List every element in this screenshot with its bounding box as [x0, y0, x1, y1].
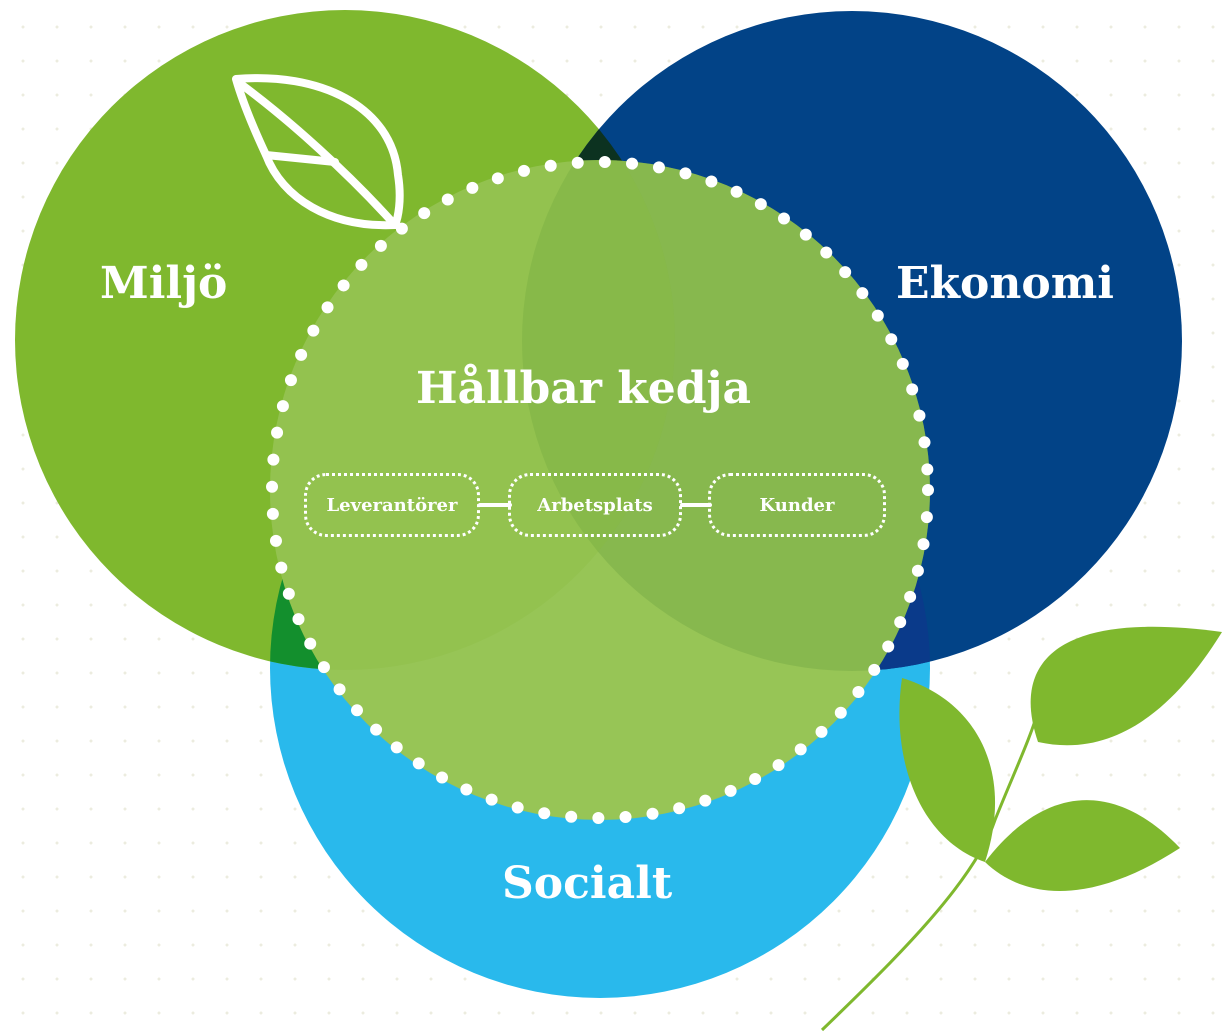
chain-item-leverantorer: Leverantörer: [304, 473, 480, 537]
leaf-branch-icon: [820, 626, 1222, 1032]
chain-link-2: [680, 503, 712, 507]
chain-item-arbetsplats: Arbetsplats: [508, 473, 682, 537]
label-ekonomi: Ekonomi: [896, 258, 1114, 309]
leaf-outline-icon: [232, 74, 404, 230]
chain-link-1: [478, 503, 512, 507]
label-miljo: Miljö: [100, 258, 228, 309]
center-title: Hållbar kedja: [416, 363, 751, 414]
dotted-ring: [266, 156, 934, 824]
chain-item-kunder: Kunder: [708, 473, 886, 537]
label-socialt: Socialt: [502, 858, 673, 909]
circle-center: [270, 160, 930, 820]
